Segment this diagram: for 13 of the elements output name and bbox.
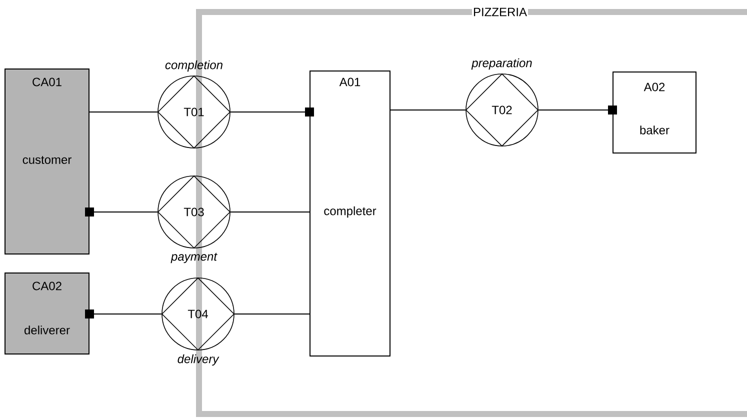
actor-box: A01 completer — [310, 70, 390, 356]
actor-box: CA01 customer — [4, 68, 90, 254]
transaction-name: delivery — [178, 354, 220, 366]
actor-box: A02 baker — [612, 72, 696, 154]
transaction-name: preparation — [471, 58, 532, 70]
executor-link — [538, 106, 617, 114]
actor-box: CA02 deliverer — [4, 272, 90, 354]
executor-link — [85, 208, 158, 216]
transaction-name: completion — [165, 60, 222, 72]
executor-link — [230, 108, 314, 116]
executor-link — [85, 310, 162, 318]
node-label: PIZZERIA — [474, 8, 527, 16]
transaction-name: payment — [170, 252, 218, 264]
